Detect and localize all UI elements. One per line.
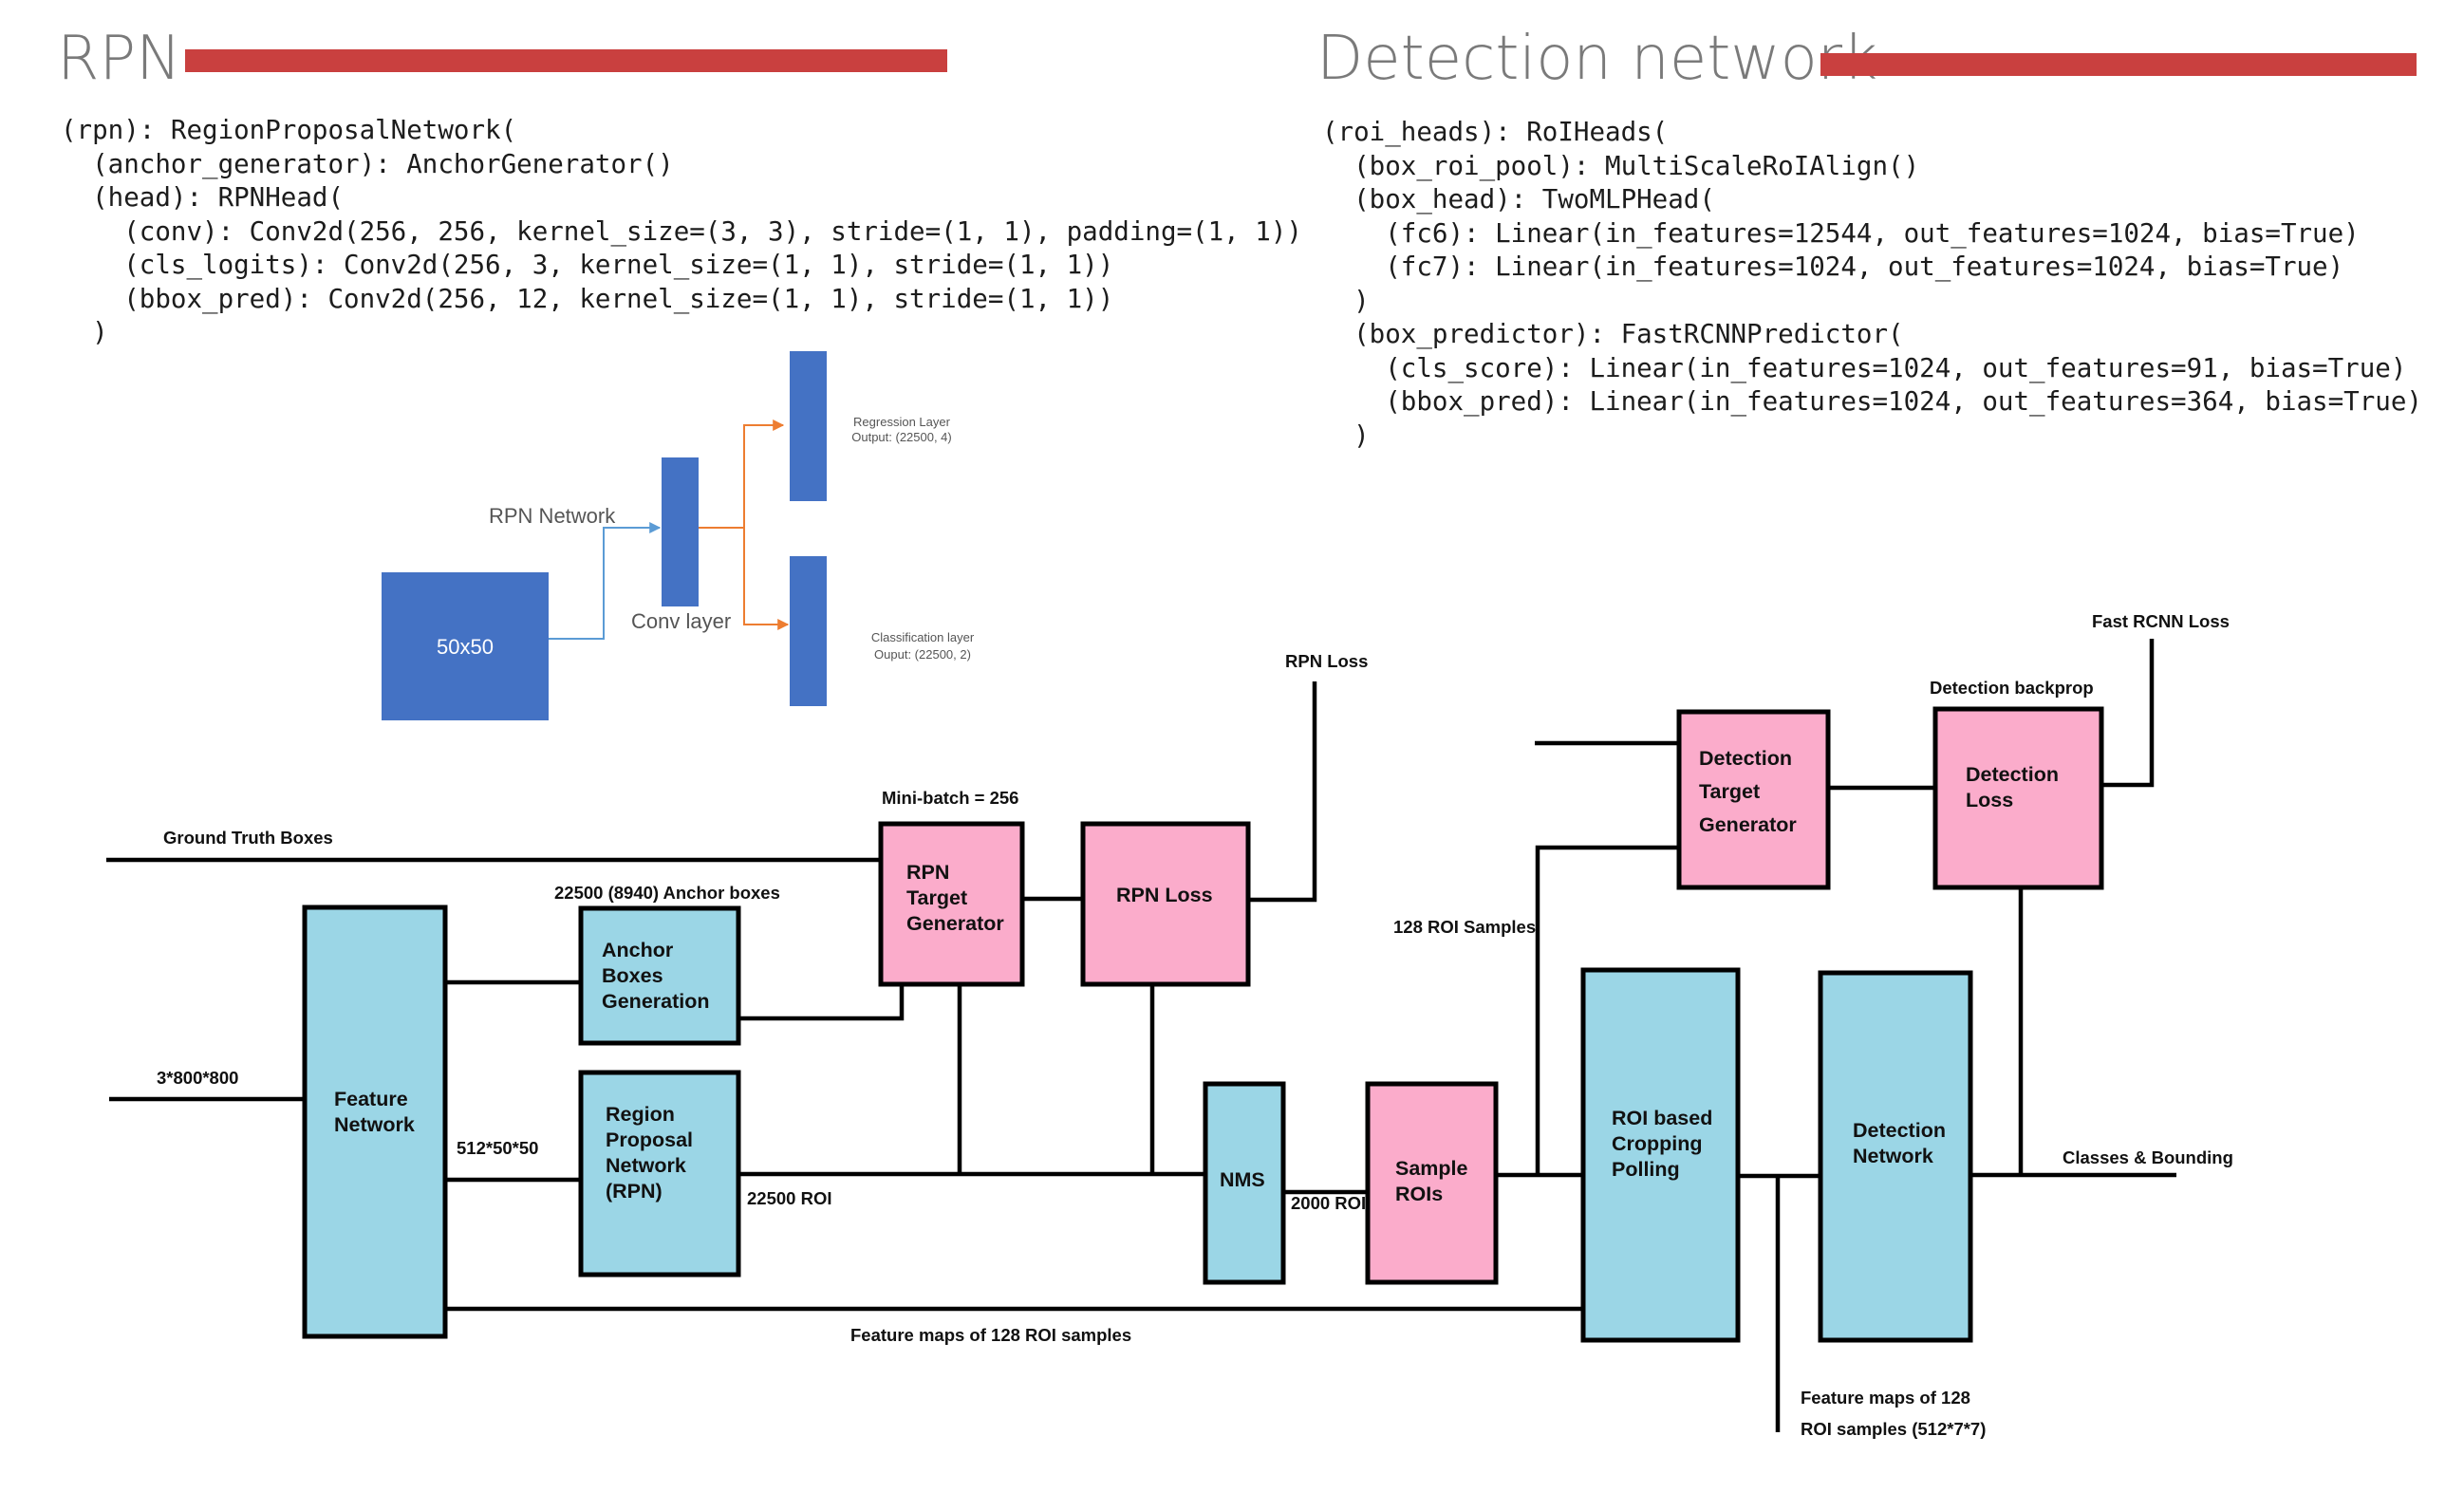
rpn-loss-label: RPN Loss [1116, 884, 1213, 906]
roi-22500-label: 22500 ROI [747, 1188, 831, 1208]
ground-truth-boxes-label: Ground Truth Boxes [163, 828, 333, 848]
detection-target-label: Detection [1699, 747, 1792, 770]
rpn-target-label: Target [906, 886, 967, 909]
fast-rcnn-loss-line [2101, 639, 2155, 788]
detection-loss-label: Detection [1966, 763, 2059, 786]
roi-2000-label: 2000 ROI [1291, 1193, 1366, 1213]
feature-network-label: Network [334, 1113, 415, 1136]
schematic-regression-title: Regression Layer [853, 415, 951, 429]
feature-maps-128-label: Feature maps of 128 ROI samples [850, 1325, 1131, 1345]
rpn-loss-output-label: RPN Loss [1285, 651, 1368, 671]
roi-samples-128-label: 128 ROI Samples [1393, 917, 1536, 937]
detection-backprop-label: Detection backprop [1930, 678, 2094, 698]
detection-code-block: (roi_heads): RoIHeads( (box_roi_pool): M… [1322, 117, 2422, 451]
schematic-regression-output: Output: (22500, 4) [851, 430, 952, 444]
schematic-network-label: RPN Network [489, 504, 616, 528]
detection-network-label: Detection [1853, 1119, 1946, 1142]
anchor-to-target-line [738, 984, 905, 1021]
rpn-loss-block: RPN Loss [1080, 821, 1251, 987]
anchor-boxes-label: Generation [602, 990, 710, 1013]
fast-rcnn-loss-label: Fast RCNN Loss [2092, 611, 2230, 631]
roi-cropping-label: Cropping [1612, 1132, 1703, 1155]
schematic-input-label: 50x50 [437, 635, 494, 659]
schematic-classification-block [790, 556, 827, 706]
sample-rois-label: ROIs [1395, 1183, 1443, 1205]
schematic-conv-label: Conv layer [631, 609, 731, 633]
schematic-input-block [382, 572, 549, 720]
schematic-classification-output: Ouput: (22500, 2) [874, 647, 971, 662]
rpn-heading: RPN [57, 24, 181, 94]
feature-maps-line1-label: Feature maps of 128 [1801, 1388, 1970, 1408]
schematic-classification-title: Classification layer [871, 630, 975, 644]
schematic-regression-block [790, 351, 827, 501]
rpn-loss-out-line [1248, 681, 1317, 903]
detection-network-heading: Detection network [1316, 24, 1878, 94]
detection-heading-bar [1820, 53, 2417, 76]
anchor-boxes-count-label: 22500 (8940) Anchor boxes [554, 883, 780, 903]
pipeline-labels: Ground Truth Boxes 3*800*800 512*50*50 2… [157, 611, 2233, 1439]
rpn-block-label: Network [606, 1154, 686, 1177]
svg-text:RegionProposalNetwork(RPN): RegionProposalNetwork (RPN) [606, 1103, 693, 1203]
nms-block: NMS [1203, 1081, 1286, 1285]
anchor-boxes-label: Anchor [602, 939, 674, 961]
rpn-heading-bar [185, 49, 947, 72]
rpn-code-block: (rpn): RegionProposalNetwork( (anchor_ge… [61, 115, 1302, 347]
schematic-conv-block [662, 457, 699, 606]
classes-bounding-label: Classes & Bounding [2063, 1147, 2233, 1167]
feature-network-label: Feature [334, 1088, 408, 1110]
sample-rois-label: Sample [1395, 1157, 1468, 1180]
feature-size-label: 512*50*50 [457, 1138, 538, 1158]
nms-label: NMS [1220, 1168, 1265, 1191]
rpn-target-label: Generator [906, 912, 1004, 935]
detection-target-label: Generator [1699, 813, 1797, 836]
rpn-schematic: 50x50 RPN Network Conv layer Regression … [382, 351, 975, 720]
rpn-target-label: RPN [906, 861, 949, 884]
schematic-classification-arrow [743, 528, 790, 630]
detection-network-label: Network [1853, 1145, 1933, 1167]
feature-maps-line2-label: ROI samples (512*7*7) [1801, 1419, 1986, 1439]
schematic-regression-arrow [743, 420, 785, 528]
input-size-label: 3*800*800 [157, 1068, 238, 1088]
rpn-block-label: Proposal [606, 1128, 693, 1151]
anchor-boxes-label: Boxes [602, 964, 663, 987]
detection-target-label: Target [1699, 780, 1760, 803]
roi-cropping-label: Polling [1612, 1158, 1680, 1181]
detection-loss-label: Loss [1966, 789, 2013, 811]
mini-batch-label: Mini-batch = 256 [882, 788, 1018, 808]
roi-cropping-label: ROI based [1612, 1107, 1712, 1129]
roi-samples-up-line [1535, 845, 1679, 1175]
pipeline-connections [106, 639, 2176, 1432]
schematic-input-arrow [549, 522, 662, 640]
rpn-block-label: Region [606, 1103, 675, 1126]
rpn-block-label: (RPN) [606, 1180, 663, 1203]
